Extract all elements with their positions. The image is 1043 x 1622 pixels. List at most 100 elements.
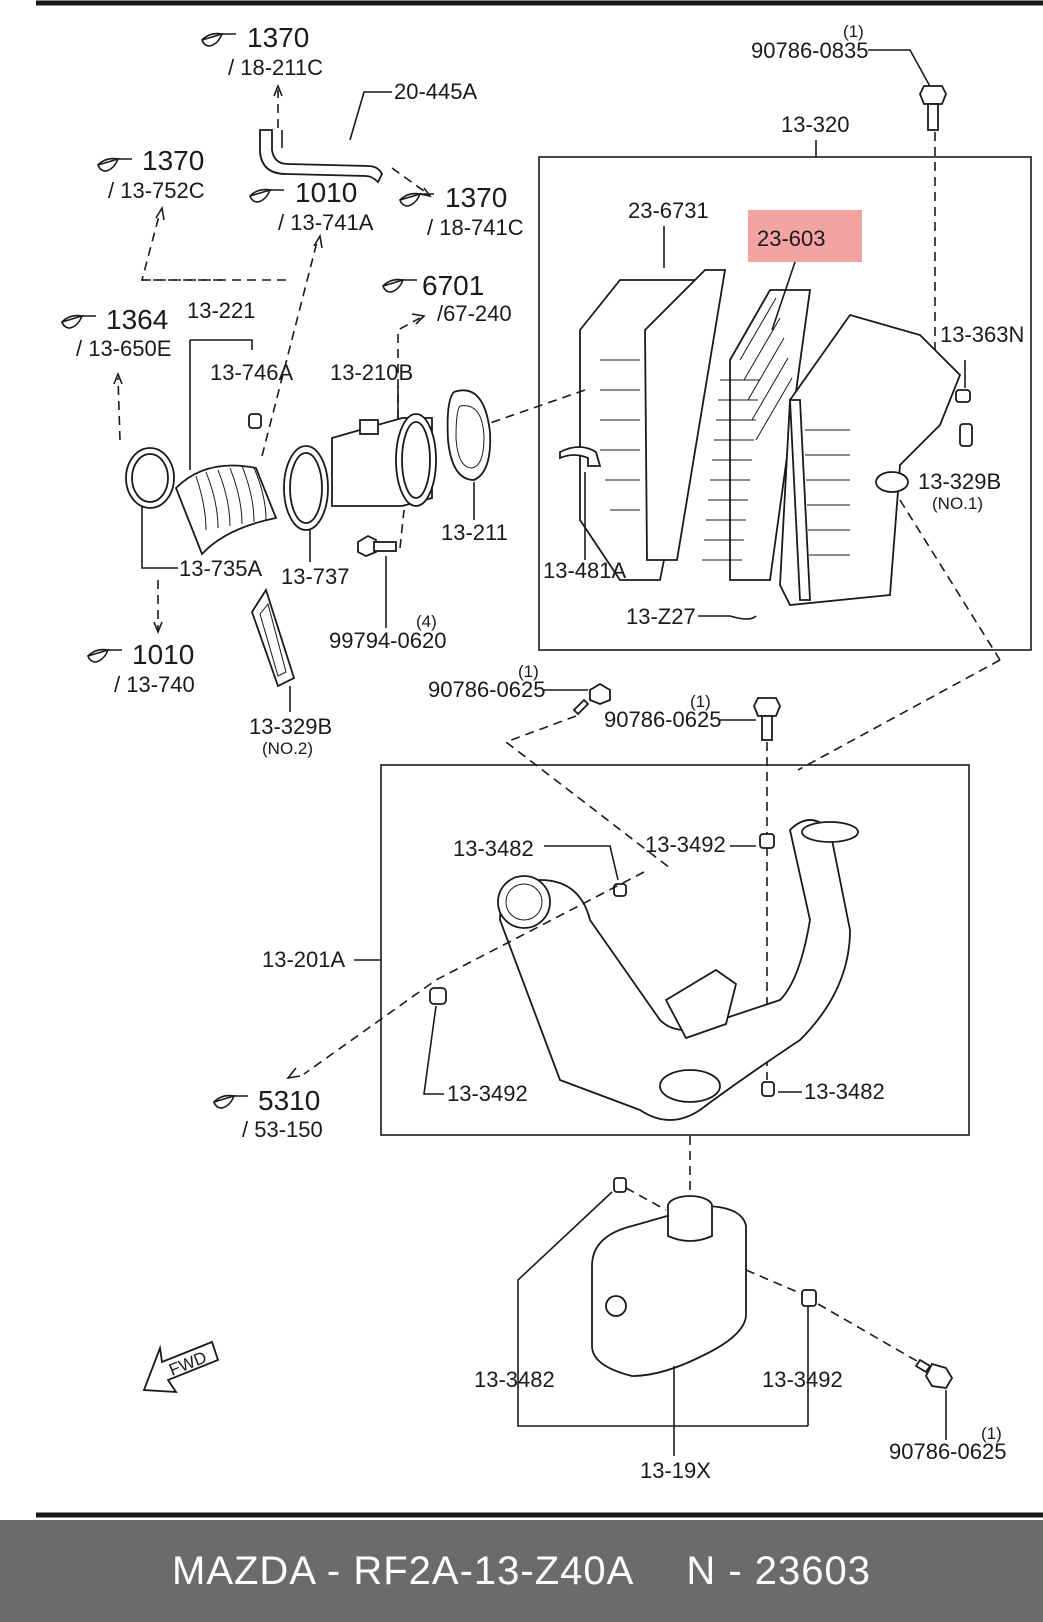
ref-page: / 13-650E — [76, 336, 171, 361]
grommet-13-3492-res[interactable]: 13-3492 — [745, 1269, 843, 1426]
gasket-329b-note: (NO.2) — [262, 739, 313, 758]
hand-pointer-icon — [212, 1094, 248, 1109]
bolt-label: 90786-0835 — [751, 38, 868, 63]
grommet-13-329B-no1[interactable]: 13-329B (NO.1) — [918, 423, 1001, 513]
ref-page: / 18-211C — [228, 55, 323, 80]
grommet-note: (NO.1) — [932, 494, 983, 513]
res-grommet-label: 13-3482 — [474, 1367, 555, 1392]
bolt-a-label: 90786-0625 — [428, 677, 545, 702]
bolt-99794-0620[interactable]: (4) 99794-0620 — [329, 509, 446, 653]
ref-number: 5310 — [258, 1085, 320, 1116]
diagram-ref-number: N - 23603 — [686, 1548, 871, 1593]
grommet-13-3492-a[interactable]: 13-3492 — [645, 832, 775, 857]
ref-page: / 53-150 — [242, 1117, 323, 1142]
hand-pointer-icon — [96, 157, 132, 172]
air-cleaner-parts-diagram: 1370 / 18-211C 1370 / 13-752C 1010 / 13-… — [36, 0, 1043, 1518]
hose-label: 20-445A — [394, 79, 478, 104]
grommet-13-3482-res[interactable]: 13-3482 — [474, 1177, 808, 1427]
duct-label: 13-201A — [262, 947, 346, 972]
grommet-13-3492-b[interactable]: 13-3492 — [423, 987, 528, 1106]
air-cleaner-assembly-frame — [538, 156, 1032, 651]
grommet-3492-label: 13-3492 — [645, 832, 726, 857]
bolt-90786-0625-a[interactable]: (1) 90786-0625 — [428, 662, 671, 869]
ref-number: 6701 — [422, 270, 484, 301]
air-filter-element[interactable]: 23-603 — [702, 226, 826, 581]
clip-13-363N[interactable]: 13-363N — [940, 322, 1024, 403]
grommet-13-3482-a[interactable]: 13-3482 — [453, 836, 627, 897]
part-number-footer: MAZDA - RF2A-13-Z40A N - 23603 — [0, 1520, 1043, 1622]
bolt-4-label: 99794-0620 — [329, 628, 446, 653]
intake-duct-frame — [380, 764, 970, 1136]
air-cleaner-cover[interactable]: 23-6731 — [579, 198, 727, 581]
forward-direction-icon: FWD — [142, 1340, 220, 1394]
grommet-13-3482-b[interactable]: 13-3482 — [761, 1079, 885, 1104]
grommet-3482b-label: 13-3482 — [804, 1079, 885, 1104]
clamp-735-label: 13-735A — [179, 556, 263, 581]
gasket-13-329B-no2[interactable]: 13-329B (NO.2) — [249, 587, 332, 758]
ref-callout-6701[interactable]: 6701 /67-240 — [381, 270, 512, 326]
ref-number: 1370 — [445, 182, 507, 213]
bolt-c-label: 90786-0625 — [889, 1439, 1006, 1464]
ref-number: 1370 — [142, 145, 204, 176]
ref-page: /67-240 — [437, 301, 512, 326]
hand-pointer-icon — [60, 314, 96, 329]
clamp-label: 13-481A — [543, 558, 627, 583]
maf-label: 13-210B — [330, 360, 413, 385]
ref-callout-1370-a[interactable]: 1370 / 18-211C — [200, 22, 323, 80]
ref-number: 1370 — [247, 22, 309, 53]
part-13-Z27[interactable]: 13-Z27 — [626, 604, 757, 629]
ref-callout-1010-b[interactable]: 1010 / 13-740 — [86, 639, 195, 697]
bolt-90786-0625-b[interactable]: (1) 90786-0625 — [604, 692, 781, 1080]
gasket-329b-label: 13-329B — [249, 714, 332, 739]
clamp-737-label: 13-737 — [281, 564, 350, 589]
ref-callout-1370-c[interactable]: 1370 / 18-741C — [398, 182, 524, 240]
gasket-13-211[interactable]: 13-211 — [441, 389, 508, 545]
qty-label: (1) — [690, 692, 711, 711]
breather-hose[interactable]: 20-445A — [259, 79, 478, 198]
hand-pointer-icon — [398, 192, 434, 207]
cover-label: 23-6731 — [628, 198, 709, 223]
resonator-label: 13-19X — [640, 1458, 711, 1483]
intake-hose-13-221[interactable]: 13-221 — [174, 298, 278, 556]
ref-callout-1370-b[interactable]: 1370 / 13-752C — [96, 145, 205, 203]
hand-pointer-icon — [248, 188, 284, 203]
clamp-13-737[interactable]: 13-737 — [281, 445, 350, 589]
ref-page: / 13-740 — [114, 672, 195, 697]
res-grommet-3492-label: 13-3492 — [762, 1367, 843, 1392]
bolt-90786-0625-c[interactable]: (1) 90786-0625 — [817, 1303, 1006, 1464]
ref-number: 1010 — [132, 639, 194, 670]
z27-label: 13-Z27 — [626, 604, 696, 629]
bolt-90786-0835[interactable]: (1) 90786-0835 — [751, 22, 947, 420]
filter-label: 23-603 — [757, 226, 826, 251]
fwd-label: FWD — [166, 1348, 209, 1380]
hand-pointer-icon — [200, 32, 236, 47]
intake-duct-13-201A[interactable]: 13-201A — [262, 819, 859, 1121]
qty-label: (1) — [843, 22, 864, 41]
ref-number: 1010 — [295, 177, 357, 208]
ref-number: 1364 — [106, 304, 168, 335]
clip-746-label: 13-746A — [210, 360, 294, 385]
grommet-3492b-label: 13-3492 — [447, 1081, 528, 1106]
clamp-13-735A[interactable]: 13-735A — [113, 371, 263, 635]
hand-pointer-icon — [381, 278, 417, 293]
highlight-box — [748, 210, 862, 262]
ref-page: / 18-741C — [427, 215, 524, 240]
qty-label: (1) — [518, 662, 539, 681]
ref-callout-5310[interactable]: 5310 / 53-150 — [212, 1085, 323, 1142]
bolt-b-label: 90786-0625 — [604, 707, 721, 732]
hose-221-label: 13-221 — [187, 298, 256, 323]
gasket-label: 13-211 — [441, 520, 508, 545]
clamp-13-481A[interactable]: 13-481A — [543, 446, 627, 583]
resonator-13-19X[interactable]: 13-19X — [591, 1195, 747, 1483]
qty-label: (1) — [981, 1424, 1002, 1443]
air-cleaner-case[interactable] — [779, 313, 962, 606]
ref-callout-1010-a[interactable]: 1010 / 13-741A — [248, 177, 374, 235]
qty-label: (4) — [416, 612, 437, 631]
grommet-3482-label: 13-3482 — [453, 836, 534, 861]
ref-page: / 13-752C — [108, 178, 205, 203]
box-label: 13-320 — [781, 112, 850, 137]
airflow-sensor-13-210B[interactable]: 13-210B — [330, 313, 437, 507]
ref-callout-1364[interactable]: 1364 / 13-650E — [60, 304, 171, 361]
hand-pointer-icon — [86, 648, 122, 663]
clip-13-746A[interactable]: 13-746A — [210, 360, 294, 429]
